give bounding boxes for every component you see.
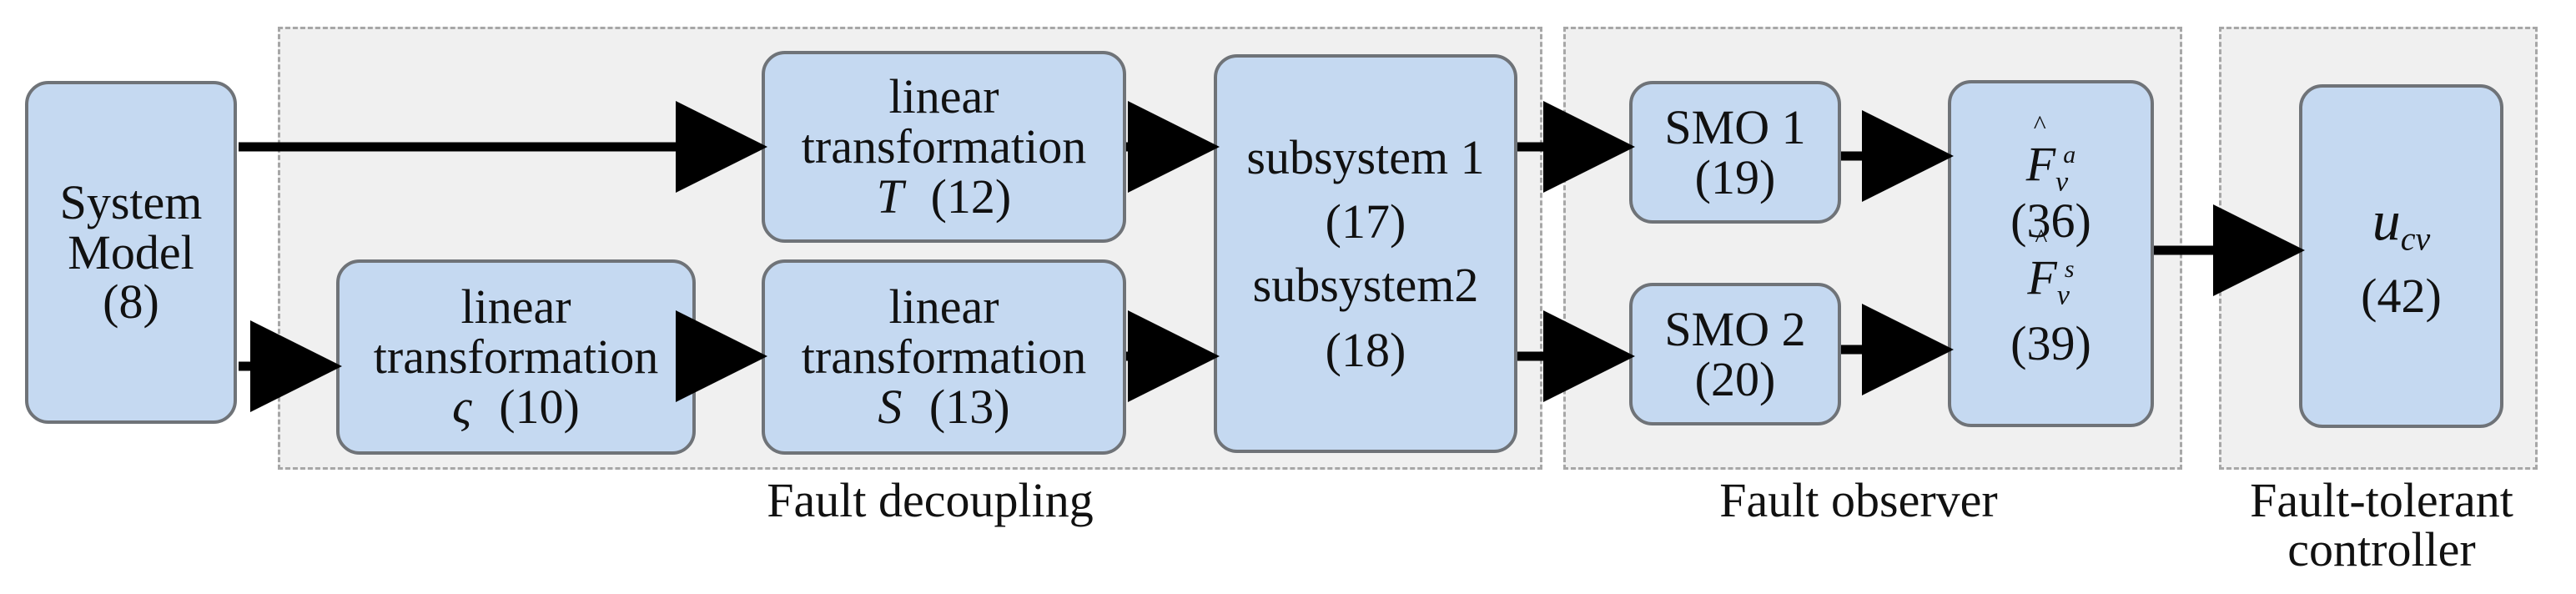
smo-1-label: SMO 1: [1664, 99, 1806, 154]
subsystem-1-equation: (17): [1325, 194, 1406, 249]
fault-actuator-base: F ^: [2025, 110, 2056, 191]
sigma-transformation-formula: ς (10): [452, 379, 580, 434]
t-transformation-line-1: linear: [888, 69, 999, 124]
sigma-equation-number: (10): [499, 379, 580, 434]
fault-tolerant-label-line-2: controller: [2287, 522, 2476, 577]
s-transformation-box: linear transformation S (13): [762, 259, 1126, 455]
controller-signal-base: u: [2372, 189, 2401, 253]
s-equation-number: (13): [928, 379, 1010, 434]
controller-signal-equation: (42): [2361, 269, 2442, 324]
smo-1-box: SMO 1 (19): [1629, 81, 1841, 224]
smo-2-equation: (20): [1694, 351, 1776, 406]
fault-actuator-hat: ^: [2033, 108, 2046, 139]
sigma-transformation-box: linear transformation ς (10): [336, 259, 696, 455]
s-transformation-formula: S (13): [878, 379, 1010, 434]
fault-sensor-subscript: v: [2056, 279, 2070, 311]
t-transformation-box: linear transformation T (12): [762, 51, 1126, 243]
s-transformation-line-1: linear: [888, 279, 999, 335]
fault-estimates-box: F ^ va (36) F ^ vs (39): [1948, 80, 2154, 427]
t-symbol: T: [876, 169, 904, 224]
smo-2-box: SMO 2 (20): [1629, 283, 1841, 425]
fault-sensor-hat: ^: [2035, 223, 2048, 253]
fault-sensor-estimate: F ^ vs: [2027, 224, 2075, 311]
system-model-line-1: System: [59, 174, 203, 229]
subsystem-2-label: subsystem2: [1252, 258, 1479, 312]
controller-signal-subscript: cv: [2400, 219, 2431, 258]
fault-actuator-superscript: a: [2063, 141, 2076, 169]
subsystems-box: subsystem 1 (17) subsystem2 (18): [1214, 54, 1517, 453]
system-model-equation: (8): [103, 274, 159, 330]
t-transformation-line-2: transformation: [801, 119, 1087, 174]
fault-tolerant-controller-label: Fault-tolerant controller: [2211, 476, 2553, 574]
fault-sensor-base: F ^: [2027, 224, 2057, 305]
t-equation-number: (12): [930, 169, 1012, 224]
controller-signal-formula: ucv: [2372, 191, 2431, 256]
fault-actuator-estimate: F ^ va: [2025, 110, 2076, 198]
system-model-line-2: Model: [68, 224, 194, 279]
fault-actuator-subscript: v: [2055, 166, 2069, 198]
s-transformation-line-2: transformation: [801, 330, 1087, 385]
fault-decoupling-label: Fault decoupling: [767, 473, 1094, 527]
fault-sensor-base-letter: F: [2027, 250, 2057, 305]
controller-signal-box: ucv (42): [2299, 84, 2503, 428]
subsystem-1-label: subsystem 1: [1246, 129, 1485, 184]
s-symbol: S: [878, 379, 903, 434]
fault-tolerant-label-line-1: Fault-tolerant: [2250, 473, 2513, 527]
fault-sensor-superscript: s: [2064, 254, 2075, 283]
smo-1-equation: (19): [1694, 149, 1776, 204]
smo-2-label: SMO 2: [1664, 301, 1806, 356]
t-transformation-formula: T (12): [876, 169, 1012, 224]
sigma-transformation-line-1: linear: [460, 279, 571, 335]
sigma-symbol: ς: [452, 379, 472, 434]
fault-actuator-base-letter: F: [2025, 136, 2056, 191]
fault-observer-label: Fault observer: [1719, 473, 1998, 527]
fault-actuator-equation: (36): [2010, 194, 2091, 249]
sigma-transformation-line-2: transformation: [373, 330, 659, 385]
system-model-box: System Model (8): [25, 81, 237, 424]
subsystem-2-equation: (18): [1325, 322, 1406, 377]
fault-sensor-equation: (39): [2010, 315, 2091, 370]
